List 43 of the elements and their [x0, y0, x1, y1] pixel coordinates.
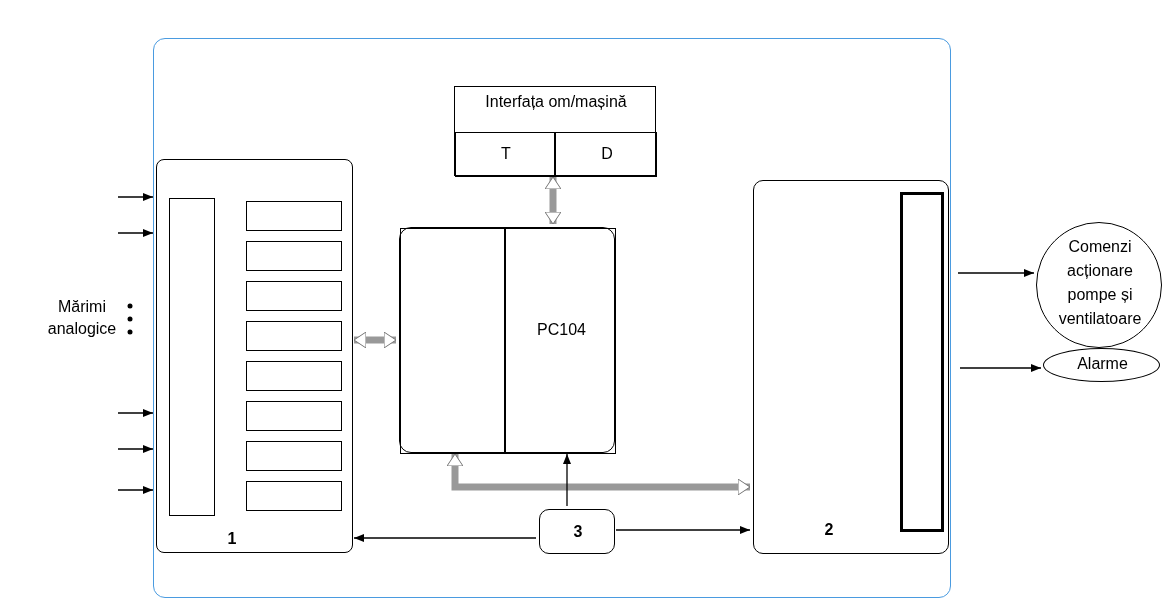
- box-heading: Interfața om/mașină: [484, 93, 628, 111]
- arrow: [563, 453, 571, 507]
- acquisition-board-box: [400, 228, 505, 454]
- node-label: Comenzi acționare pompe și ventilatoare: [1057, 237, 1143, 329]
- node-label: T: [500, 145, 512, 163]
- input-module-box: [156, 159, 353, 553]
- slot-box: [246, 241, 342, 271]
- module-number: 1: [226, 530, 238, 548]
- module-number: 2: [823, 521, 835, 539]
- terminal-bar: [900, 192, 944, 532]
- arrow: [353, 534, 537, 542]
- terminal-bar: [169, 198, 215, 516]
- system-frame: [153, 38, 951, 598]
- computer-box: [399, 227, 615, 453]
- power-module-box: [539, 509, 615, 554]
- arrow: [117, 486, 154, 494]
- node-label: D: [600, 145, 614, 163]
- bus-arrow: [353, 331, 397, 349]
- arrow: [117, 409, 154, 417]
- signal-label: Mărimi analogice: [46, 297, 118, 339]
- slot-box: [246, 441, 342, 471]
- slot-box: [246, 201, 342, 231]
- keyboard-cell: [455, 132, 555, 177]
- slot-box: [246, 321, 342, 351]
- arrow: [615, 526, 751, 534]
- arrow: [117, 193, 154, 201]
- bus-arrow: [446, 453, 751, 496]
- bus-arrow: [544, 176, 562, 225]
- arrow: [117, 229, 154, 237]
- node-label: Alarme: [1076, 355, 1129, 373]
- arrow: [959, 364, 1042, 372]
- node-label: PC104: [536, 321, 587, 339]
- module-number: 3: [572, 523, 584, 541]
- slot-box: [246, 401, 342, 431]
- output-module-box: [753, 180, 949, 554]
- interface-box: [454, 86, 656, 176]
- processor-board-box: [505, 228, 616, 454]
- slot-box: [246, 481, 342, 511]
- display-cell: [555, 132, 657, 177]
- slot-box: [246, 361, 342, 391]
- arrow: [957, 269, 1035, 277]
- slot-box: [246, 281, 342, 311]
- arrow: [117, 445, 154, 453]
